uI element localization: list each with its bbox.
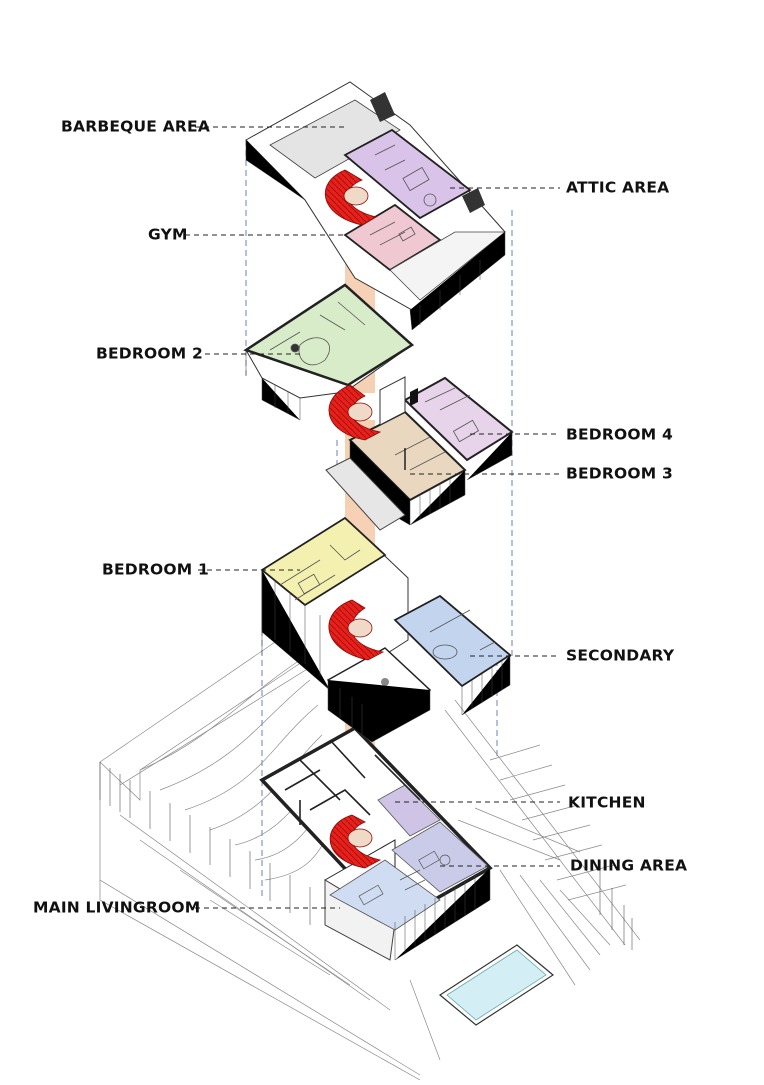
leader-lines <box>185 126 560 909</box>
label-barbeque-area: BARBEQUE AREA <box>61 117 211 136</box>
swimming-pool <box>438 944 555 1026</box>
first-floor-plan <box>260 516 512 743</box>
spiral-stair-ground <box>329 814 382 869</box>
label-bedroom-1: BEDROOM 1 <box>102 560 209 579</box>
label-bedroom-2: BEDROOM 2 <box>96 344 203 363</box>
label-bedroom-3: BEDROOM 3 <box>566 464 673 483</box>
label-secondary: SECONDARY <box>566 646 675 665</box>
second-floor-plan <box>243 283 514 531</box>
spiral-stair-attic <box>324 169 378 226</box>
label-attic-area: ATTIC AREA <box>566 178 670 197</box>
label-bedroom-4: BEDROOM 4 <box>566 425 673 444</box>
attic-floor-plan <box>245 81 507 331</box>
ground-floor-plan <box>259 725 493 961</box>
living-zone <box>329 859 441 931</box>
site-fence <box>99 762 633 950</box>
spiral-stair-second <box>328 384 382 441</box>
label-kitchen: KITCHEN <box>568 793 646 812</box>
label-main-livingroom: MAIN LIVINGROOM <box>33 898 201 917</box>
spiral-stair-first <box>328 599 385 661</box>
label-dining-area: DINING AREA <box>570 856 688 875</box>
label-gym: GYM <box>148 225 188 244</box>
kitchen-zone <box>377 784 441 837</box>
site-terrain <box>99 624 641 1081</box>
